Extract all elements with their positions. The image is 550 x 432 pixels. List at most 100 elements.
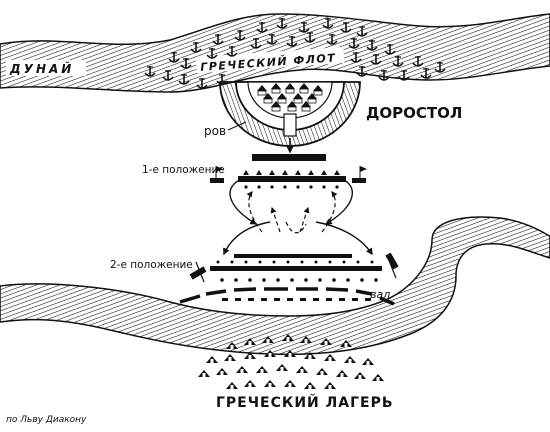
tent-icon <box>320 338 332 345</box>
label-dorostol: ДОРОСТОЛ <box>366 104 462 122</box>
rampart-segment <box>233 287 257 292</box>
unit-marker <box>295 170 301 175</box>
rampart-front-line <box>179 287 395 306</box>
rampart-segment <box>325 287 349 292</box>
tent-icon <box>264 380 276 387</box>
ship-icon <box>392 56 404 67</box>
position-1-front-line <box>252 154 326 161</box>
rampart-post <box>326 298 332 301</box>
unit-marker <box>256 170 262 175</box>
flank-arrow-right-1 <box>324 177 353 225</box>
unit-dot <box>220 278 224 282</box>
ship-icon <box>398 70 410 81</box>
tent-icon <box>316 368 328 375</box>
tent-icon <box>262 336 274 343</box>
tent-icon <box>244 352 256 359</box>
ship-icon <box>304 32 316 43</box>
dorostol-fortress <box>219 81 361 147</box>
ship-icon <box>340 22 352 33</box>
ship-icon <box>276 18 288 29</box>
house-icon <box>263 93 273 104</box>
house-icon <box>257 85 267 96</box>
tent-icon <box>300 336 312 343</box>
label-rampart: вал <box>370 288 390 301</box>
ship-icon <box>366 40 378 51</box>
ship-icon <box>168 52 180 63</box>
unit-dot <box>318 278 322 282</box>
tent-icon <box>224 354 236 361</box>
label-position-2: 2-е положение <box>110 259 193 271</box>
ship-icon <box>206 48 218 59</box>
tent-icon <box>244 338 256 345</box>
rampart-segment <box>205 289 227 296</box>
position-2-left-cavalry <box>189 261 207 283</box>
moat-pointer <box>227 121 247 131</box>
ship-icon <box>356 66 368 77</box>
house-icon <box>287 101 297 112</box>
city-houses <box>257 83 323 112</box>
tent-icon <box>206 356 218 363</box>
rampart-post <box>248 298 254 301</box>
camp-rampart-band <box>0 216 550 356</box>
rampart-segment <box>179 294 201 304</box>
unit-dot <box>248 278 252 282</box>
greek-camp-tents <box>198 334 384 389</box>
unit-dot <box>283 185 287 189</box>
house-icon <box>293 93 303 104</box>
flank-arrow-left-1 <box>229 177 258 225</box>
house-icon <box>271 101 281 112</box>
greek-fleet-ships <box>144 18 446 89</box>
unit-dot <box>230 260 234 264</box>
rampart-post <box>300 298 306 301</box>
ship-icon <box>348 38 360 49</box>
tent-icon <box>354 372 366 379</box>
manoeuvre-arrows <box>246 191 338 234</box>
house-icon <box>299 83 309 94</box>
ship-icon <box>370 54 382 65</box>
unit-dot <box>216 260 220 264</box>
ship-icon <box>434 62 446 73</box>
rampart-post <box>339 298 345 301</box>
tent-icon <box>336 370 348 377</box>
unit-dot <box>270 185 274 189</box>
ship-icon <box>196 78 208 89</box>
unit-dot <box>356 260 360 264</box>
house-icon <box>307 93 317 104</box>
ship-icon <box>162 70 174 81</box>
unit-dot <box>244 185 248 189</box>
unit-marker <box>269 170 275 175</box>
tent-icon <box>226 382 238 389</box>
rampart-post <box>352 298 358 301</box>
unit-dot <box>309 185 313 189</box>
unit-dot <box>262 278 266 282</box>
ship-icon <box>384 44 396 55</box>
ship-icon <box>266 34 278 45</box>
flank-arrow-right-2 <box>315 221 373 256</box>
unit-dot <box>370 260 374 264</box>
tent-icon <box>276 364 288 371</box>
rampart-post <box>313 298 319 301</box>
unit-dot <box>360 278 364 282</box>
unit-marker <box>243 170 249 175</box>
tent-icon <box>282 334 294 341</box>
unit-dot <box>304 278 308 282</box>
tent-icon <box>324 354 336 361</box>
position-2-main-line <box>210 266 382 271</box>
ship-icon <box>322 18 334 29</box>
unit-dot <box>342 260 346 264</box>
unit-dot <box>244 260 248 264</box>
tent-icon <box>340 340 352 347</box>
ship-icon <box>326 34 338 45</box>
unit-dot <box>296 185 300 189</box>
ship-icon <box>212 34 224 45</box>
unit-marker <box>282 170 288 175</box>
unit-dot <box>374 278 378 282</box>
tent-icon <box>256 366 268 373</box>
rampart-post <box>365 298 371 301</box>
rampart-post <box>287 298 293 301</box>
unit-dot <box>314 260 318 264</box>
ship-icon <box>420 68 432 79</box>
position-1-markers <box>243 170 340 189</box>
unit-dot <box>290 278 294 282</box>
